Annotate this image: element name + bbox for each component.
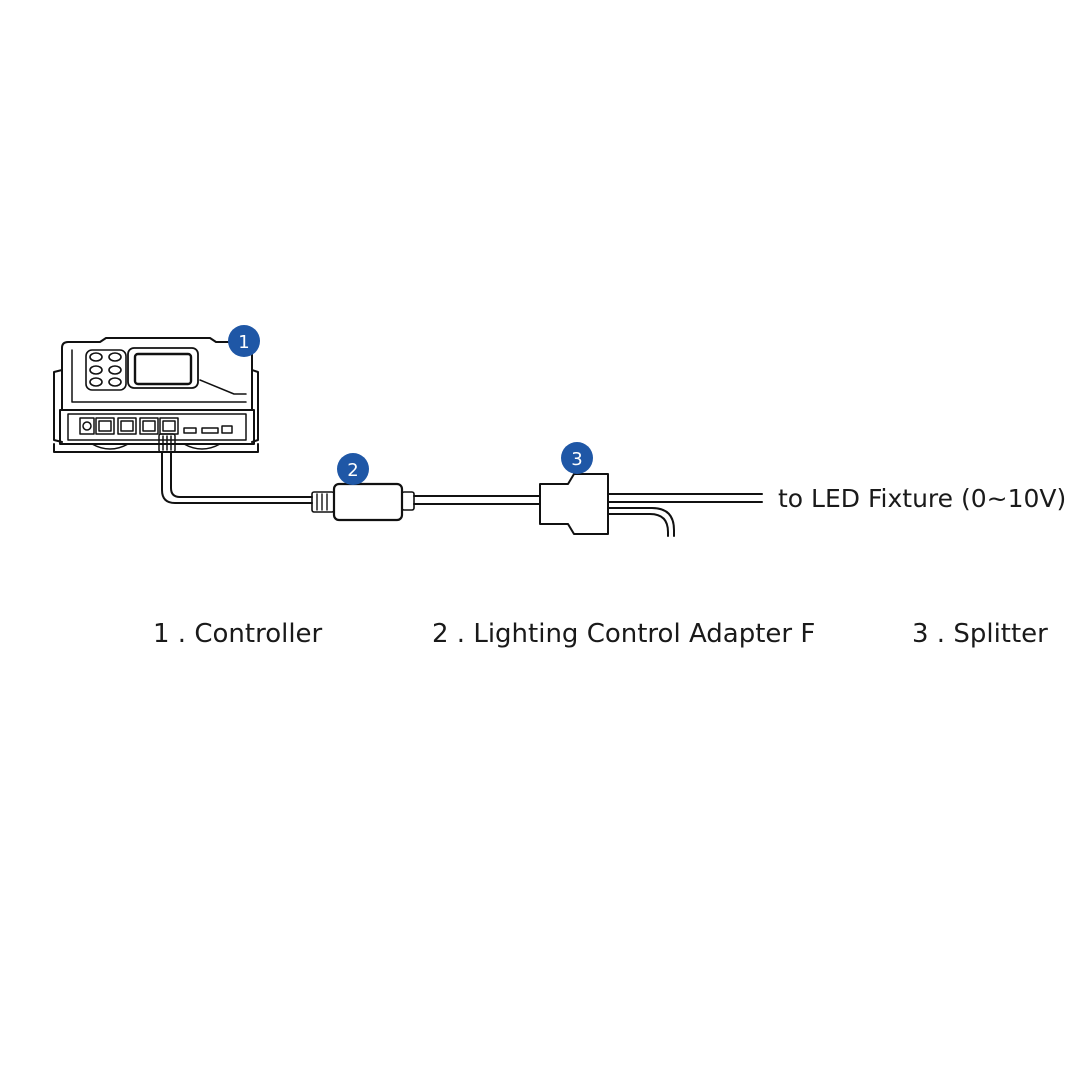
lighting-control-adapter bbox=[311, 482, 415, 522]
caption-splitter: 3 . Splitter bbox=[912, 619, 1048, 649]
svg-text:1: 1 bbox=[238, 332, 249, 353]
controller-ports bbox=[79, 417, 233, 435]
cable-to-fixture bbox=[607, 493, 763, 537]
badge-2: 2 bbox=[337, 453, 369, 485]
svg-text:2: 2 bbox=[347, 460, 358, 481]
badge-3: 3 bbox=[561, 442, 593, 474]
fixture-label: to LED Fixture (0~10V) bbox=[778, 484, 1067, 513]
badge-1: 1 bbox=[228, 325, 260, 357]
svg-text:3: 3 bbox=[571, 449, 582, 470]
controller-device bbox=[53, 337, 259, 453]
cable-controller-adapter bbox=[161, 451, 313, 504]
caption-controller: 1 . Controller bbox=[153, 619, 323, 649]
controller-plug bbox=[158, 433, 176, 453]
cable-adapter-splitter bbox=[413, 495, 541, 505]
controller-keypad bbox=[85, 349, 127, 391]
splitter bbox=[539, 473, 609, 535]
controller-screen bbox=[127, 347, 199, 389]
caption-adapter: 2 . Lighting Control Adapter F bbox=[432, 619, 816, 649]
